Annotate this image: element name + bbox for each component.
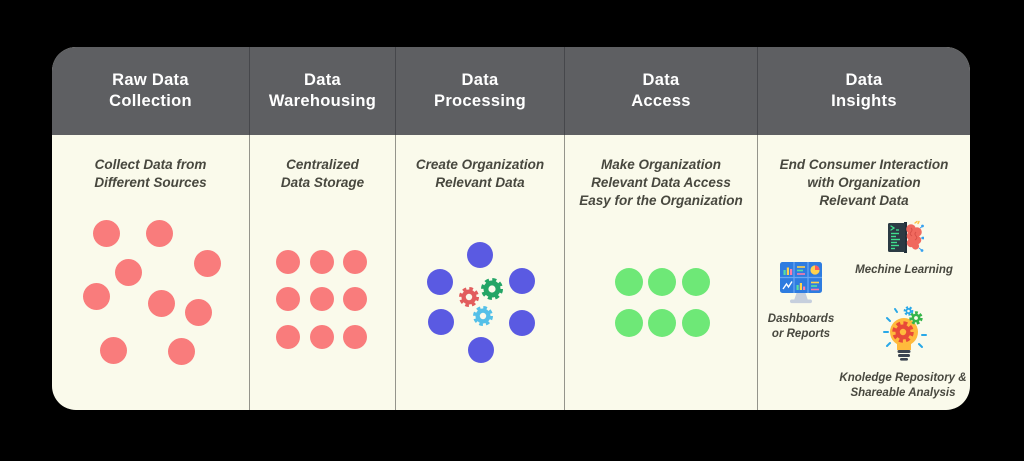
warehouse-data-dot	[276, 287, 300, 311]
warehouse-data-dot	[343, 250, 367, 274]
raw-data-dot	[193, 249, 221, 277]
ring-dots-gears-visual	[396, 135, 564, 410]
column-header: Raw Data Collection	[52, 47, 250, 135]
column-description: Collect Data from Different Sources	[94, 157, 207, 190]
column-body: End Consumer Interaction with Organizati…	[758, 135, 970, 410]
access-data-dot	[615, 309, 643, 337]
machine-learning-label: Mechine Learning	[855, 264, 953, 276]
warehouse-data-dot	[343, 287, 367, 311]
column-title: Data Processing	[434, 70, 526, 110]
machine-learning-icon	[884, 220, 925, 256]
column-title: Raw Data Collection	[109, 70, 192, 110]
dashboards-label: Dashboards or Reports	[767, 313, 835, 340]
column-data-insights: Data Insights End Consumer Interaction w…	[758, 47, 970, 410]
scatter-dots-visual	[52, 135, 249, 410]
column-body: Collect Data from Different Sources	[52, 135, 250, 410]
grid-dots-visual	[565, 135, 757, 410]
column-body: Create Organization Relevant Data	[396, 135, 565, 410]
processed-data-dot	[468, 337, 494, 363]
column-body: Centralized Data Storage	[250, 135, 396, 410]
warehouse-data-dot	[310, 287, 334, 311]
processed-data-dot	[467, 242, 493, 268]
knowledge-repository-label: Knoledge Repository & Shareable Analysis	[839, 372, 967, 399]
raw-data-dot	[82, 282, 110, 310]
dashboard-monitor-icon	[777, 261, 825, 308]
column-description: Make Organization Relevant Data Access E…	[579, 157, 743, 208]
processed-data-dot	[509, 310, 535, 336]
column-title: Data Access	[631, 70, 691, 110]
processed-data-dot	[427, 269, 453, 295]
column-raw-data-collection: Raw Data Collection Collect Data from Di…	[52, 47, 250, 410]
column-data-processing: Data Processing Create Organization Rele…	[396, 47, 565, 410]
raw-data-dot	[147, 289, 175, 317]
data-pipeline-card: Raw Data Collection Collect Data from Di…	[52, 47, 970, 410]
processed-data-dot	[428, 309, 454, 335]
access-data-dot	[682, 309, 710, 337]
access-data-dot	[648, 268, 676, 296]
gear-icon	[473, 306, 493, 326]
raw-data-dot	[145, 219, 173, 247]
warehouse-data-dot	[343, 325, 367, 349]
access-data-dot	[648, 309, 676, 337]
gear-icon	[459, 287, 479, 307]
knowledge-bulb-icon	[882, 305, 928, 363]
raw-data-dot	[99, 336, 127, 364]
raw-data-dot	[167, 337, 195, 365]
dashboard-monitor-icon-svg	[780, 262, 822, 304]
warehouse-data-dot	[310, 325, 334, 349]
warehouse-data-dot	[276, 325, 300, 349]
column-data-warehousing: Data Warehousing Centralized Data Storag…	[250, 47, 396, 410]
column-header: Data Warehousing	[250, 47, 396, 135]
column-description: End Consumer Interaction with Organizati…	[779, 157, 949, 208]
warehouse-data-dot	[276, 250, 300, 274]
knowledge-bulb-icon-svg	[883, 306, 927, 361]
column-description: Create Organization Relevant Data	[415, 157, 545, 190]
column-header: Data Insights	[758, 47, 970, 135]
column-body: Make Organization Relevant Data Access E…	[565, 135, 758, 410]
raw-data-dot	[184, 298, 212, 326]
column-title: Data Insights	[831, 70, 897, 110]
column-description: Centralized Data Storage	[280, 157, 365, 190]
gear-icon	[481, 278, 503, 300]
access-data-dot	[682, 268, 710, 296]
grid-dots-visual	[250, 135, 395, 410]
machine-learning-icon-svg	[888, 220, 925, 253]
access-data-dot	[615, 268, 643, 296]
raw-data-dot	[114, 258, 142, 286]
raw-data-dot	[92, 219, 120, 247]
column-data-access: Data Access Make Organization Relevant D…	[565, 47, 758, 410]
column-header: Data Access	[565, 47, 758, 135]
warehouse-data-dot	[310, 250, 334, 274]
processed-data-dot	[509, 268, 535, 294]
column-title: Data Warehousing	[268, 70, 377, 110]
column-header: Data Processing	[396, 47, 565, 135]
